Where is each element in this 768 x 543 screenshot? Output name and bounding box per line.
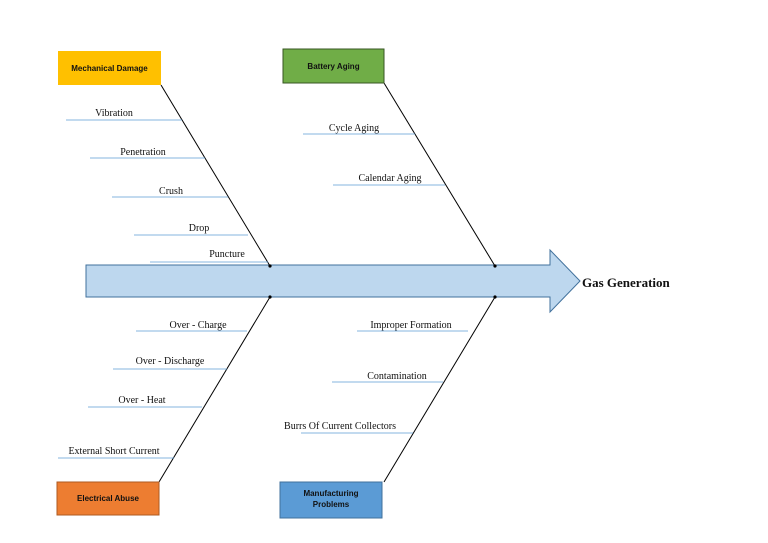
cause-over-charge: Over - Charge [136,320,247,332]
cause-penetration: Penetration [90,147,205,159]
cause-label: Drop [189,223,210,234]
cause-cycle-aging: Cycle Aging [303,123,415,135]
cause-label: Crush [159,186,183,197]
cause-label: Vibration [95,108,133,119]
category-box-mechanical [58,51,161,85]
category-label-mechanical: Mechanical Damage [71,64,148,73]
category-label-electrical: Electrical Abuse [77,494,140,503]
bone-mechanical [160,84,271,267]
bone-manufacturing [383,296,496,483]
cause-vibration: Vibration [66,108,182,121]
cause-crush: Crush [112,186,228,198]
cause-label: Burrs Of Current Collectors [284,421,396,432]
cause-puncture: Puncture [150,249,268,263]
cause-label: Over - Discharge [136,356,205,367]
cause-label: Improper Formation [370,320,451,331]
cause-improper-formation: Improper Formation [357,320,468,332]
joint-dot [268,264,272,268]
cause-label: Over - Charge [169,320,227,331]
cause-drop: Drop [134,223,248,236]
cause-label: Cycle Aging [329,123,379,134]
joint-dot [493,264,497,268]
category-box-electrical [56,481,160,516]
cause-label: Over - Heat [118,395,165,406]
joint-dot [493,295,497,299]
cause-over-discharge: Over - Discharge [113,356,227,370]
cause-calendar-aging: Calendar Aging [333,173,445,186]
cause-label: External Short Current [68,446,159,457]
cause-contamination: Contamination [332,371,443,383]
category-box-battery [282,48,385,84]
effect-label: Gas Generation [582,275,671,290]
cause-label: Puncture [209,249,245,260]
cause-over-heat: Over - Heat [88,395,202,408]
category-label-battery: Battery Aging [307,62,359,71]
cause-label: Calendar Aging [358,173,421,184]
category-box-manufacturing [279,481,383,519]
bone-battery [383,82,496,267]
bone-electrical [158,296,271,483]
category-label-manufacturing-line1: Manufacturing [303,489,358,498]
cause-burrs-of-current-collectors: Burrs Of Current Collectors [284,421,413,434]
spine-arrow [85,248,581,314]
cause-external-short-current: External Short Current [58,446,174,459]
cause-label: Contamination [367,371,426,382]
category-label-manufacturing-line2: Problems [313,500,350,509]
joint-dot [268,295,272,299]
cause-label: Penetration [120,147,166,158]
